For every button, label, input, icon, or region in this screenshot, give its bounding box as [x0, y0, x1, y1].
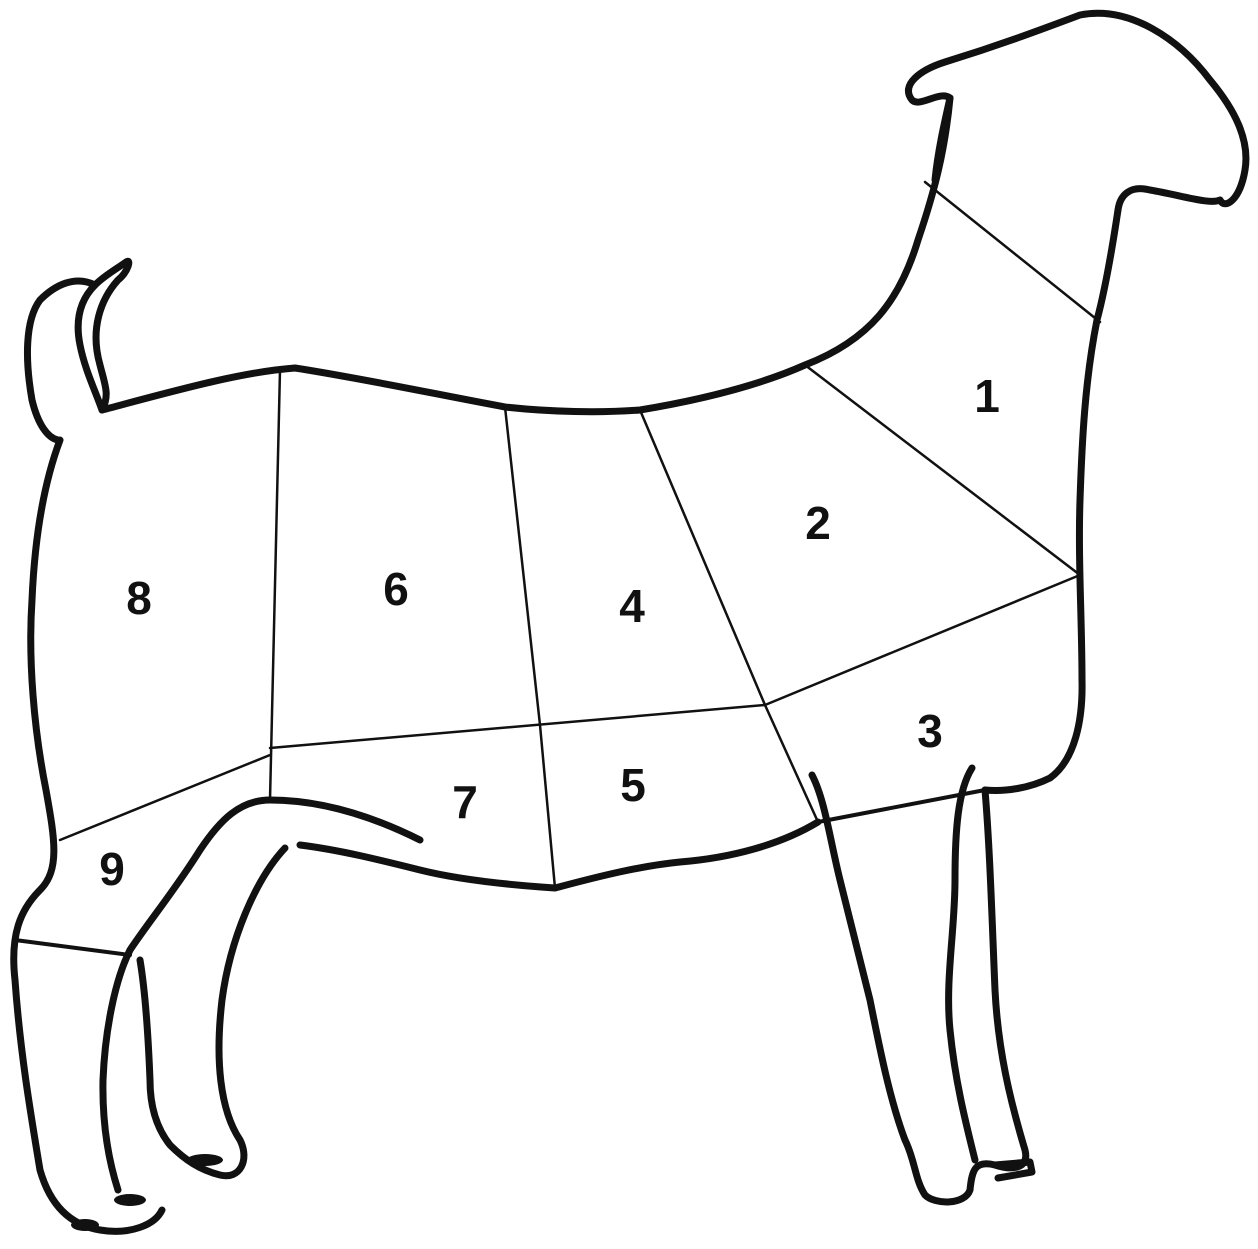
region-label-8: 8: [126, 572, 152, 624]
flank-outline: [270, 800, 420, 840]
region-label-6: 6: [383, 563, 409, 615]
divider-8-9: [60, 755, 270, 840]
region-label-5: 5: [620, 759, 646, 811]
divider-3-5: [765, 705, 818, 822]
divider-4-6: [505, 407, 540, 725]
region-label-3: 3: [917, 705, 943, 757]
hind-leg-outline: [140, 848, 285, 1176]
hind-leg-rear-outline: [14, 440, 162, 1231]
hind-leg-back-outline: [103, 800, 270, 1190]
inner-front-leg-outline: [949, 768, 975, 1160]
divider-2-3: [765, 575, 1080, 705]
divider-1-2: [805, 365, 1080, 575]
rear-hoof-mark-a: [71, 1219, 99, 1231]
region-label-7: 7: [452, 776, 478, 828]
region-label-2: 2: [805, 497, 831, 549]
back-outline: [102, 98, 950, 412]
divider-upper-lower: [270, 705, 765, 748]
neck-front-outline: [985, 210, 1118, 791]
divider-9-shank: [15, 940, 130, 955]
rear-hoof-mark-b: [114, 1194, 146, 1206]
divider-5-7: [540, 725, 555, 888]
divider-2-4: [640, 410, 765, 705]
divider-neck-top: [925, 182, 1100, 322]
head-outline: [908, 13, 1246, 210]
region-label-9: 9: [99, 843, 125, 895]
region-label-4: 4: [619, 580, 645, 632]
divider-6-8: [270, 370, 280, 800]
hind-hoof-mark: [187, 1154, 223, 1166]
region-label-1: 1: [974, 370, 1000, 422]
belly-outline: [300, 822, 818, 888]
front-leg-outline: [812, 775, 1026, 1202]
